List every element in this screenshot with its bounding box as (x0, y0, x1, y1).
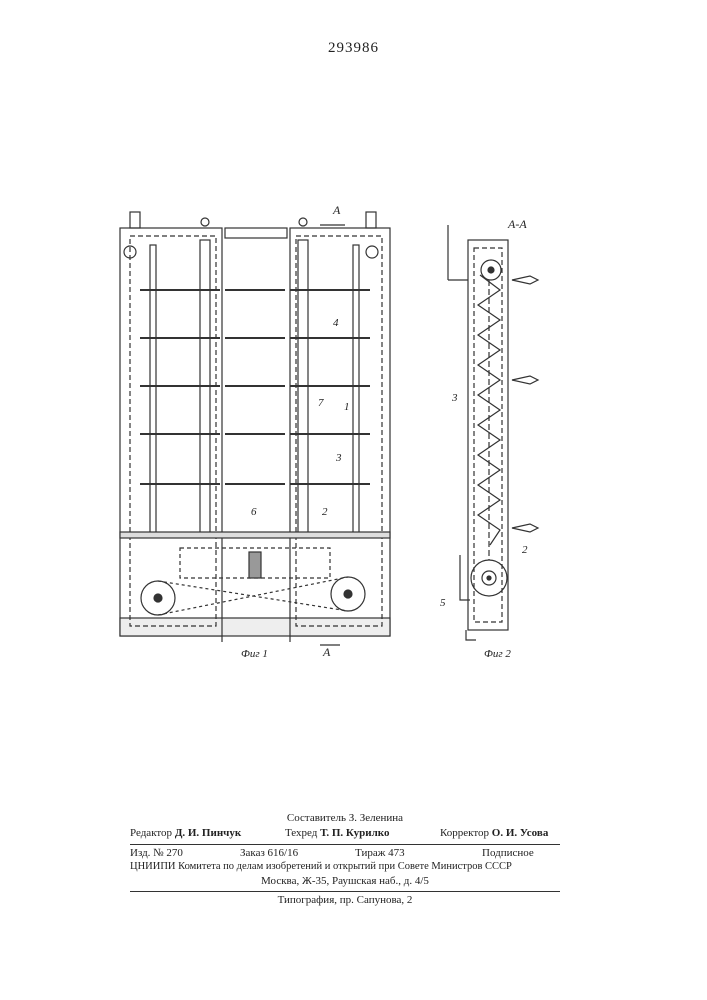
fig1-label-3: 3 (336, 452, 342, 464)
fig1-label-2: 2 (322, 506, 328, 518)
editor-role: Редактор (130, 827, 172, 839)
fig1-label-7: 7 (318, 397, 324, 409)
fig2-label-5: 5 (440, 597, 446, 609)
techred-role: Техред (285, 827, 317, 839)
fig1-label-6: 6 (251, 506, 257, 518)
details-row: Изд. № 270 Заказ 616/16 Тираж 473 Подпис… (130, 847, 560, 859)
fig2-caption: Фиг 2 (484, 648, 511, 660)
section-mark-top: A (333, 203, 340, 218)
fig2-label-2: 2 (522, 544, 528, 556)
tirazh: Тираж 473 (355, 847, 405, 859)
section-mark-bottom: A (323, 645, 330, 660)
order: Заказ 616/16 (240, 847, 298, 859)
compiler: Составитель З. Зеленина (130, 812, 560, 824)
corrector: Корректор О. И. Усова (440, 827, 548, 839)
corrector-role: Корректор (440, 827, 489, 839)
corrector-name: О. И. Усова (492, 827, 549, 839)
printer: Типография, пр. Сапунова, 2 (130, 894, 560, 906)
editor-name: Д. И. Пинчук (175, 827, 241, 839)
fig2-label-3: 3 (452, 392, 458, 404)
fig1-label-4: 4 (333, 317, 339, 329)
address: Москва, Ж-35, Раушская наб., д. 4/5 (130, 875, 560, 887)
fig1-caption: Фиг 1 (241, 648, 268, 660)
fig2-section-title: А-А (508, 217, 527, 232)
fig1-label-1: 1 (344, 401, 350, 413)
staff-row: Редактор Д. И. Пинчук Техред Т. П. Курил… (130, 827, 560, 839)
imprint-divider-bottom (130, 891, 560, 892)
izd: Изд. № 270 (130, 847, 183, 859)
subscription: Подписное (482, 847, 534, 859)
org: ЦНИИПИ Комитета по делам изобретений и о… (130, 861, 560, 872)
techred: Техред Т. П. Курилко (285, 827, 389, 839)
techred-name: Т. П. Курилко (320, 827, 389, 839)
imprint-divider-top (130, 844, 560, 845)
